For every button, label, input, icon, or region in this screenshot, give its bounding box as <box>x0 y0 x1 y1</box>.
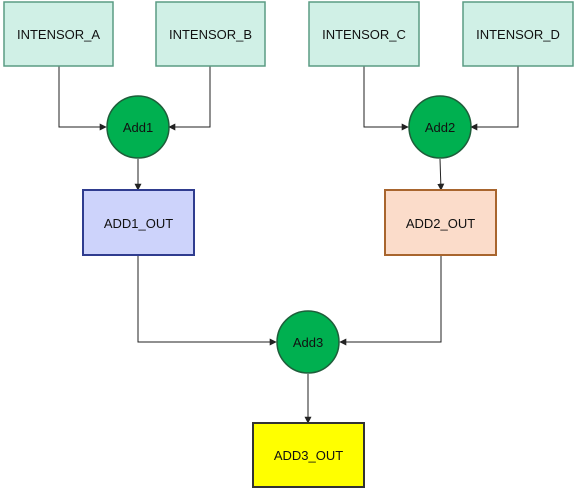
op-node-add2[interactable]: Add2 <box>408 95 472 159</box>
op-label: Add1 <box>123 120 153 135</box>
edge-intensor-d-to-add2 <box>470 66 519 131</box>
output-label: ADD1_OUT <box>104 216 173 231</box>
op-label: Add3 <box>293 335 323 350</box>
input-label: INTENSOR_D <box>476 27 560 42</box>
edge-intensor-a-to-add1 <box>58 66 107 131</box>
input-label: INTENSOR_B <box>169 27 252 42</box>
output-node-add1-out[interactable]: ADD1_OUT <box>82 189 195 256</box>
input-node-intensor-d[interactable]: INTENSOR_D <box>462 1 574 67</box>
op-node-add3[interactable]: Add3 <box>276 310 340 374</box>
op-node-add1[interactable]: Add1 <box>106 95 170 159</box>
edge-add2-out-to-add3 <box>339 256 442 346</box>
edge-add1-out-to-add3 <box>137 256 277 346</box>
edge-intensor-b-to-add1 <box>168 66 211 131</box>
output-node-add3-out[interactable]: ADD3_OUT <box>252 422 365 488</box>
edge-add2-to-add2-out <box>437 158 445 191</box>
edge-intensor-c-to-add2 <box>363 66 409 131</box>
output-label: ADD3_OUT <box>274 448 343 463</box>
output-label: ADD2_OUT <box>406 216 475 231</box>
input-node-intensor-b[interactable]: INTENSOR_B <box>155 1 266 67</box>
input-node-intensor-c[interactable]: INTENSOR_C <box>308 1 420 67</box>
op-label: Add2 <box>425 120 455 135</box>
output-node-add2-out[interactable]: ADD2_OUT <box>384 189 497 256</box>
edges <box>58 66 519 424</box>
input-label: INTENSOR_C <box>322 27 406 42</box>
input-node-intensor-a[interactable]: INTENSOR_A <box>3 1 114 67</box>
input-label: INTENSOR_A <box>17 27 100 42</box>
